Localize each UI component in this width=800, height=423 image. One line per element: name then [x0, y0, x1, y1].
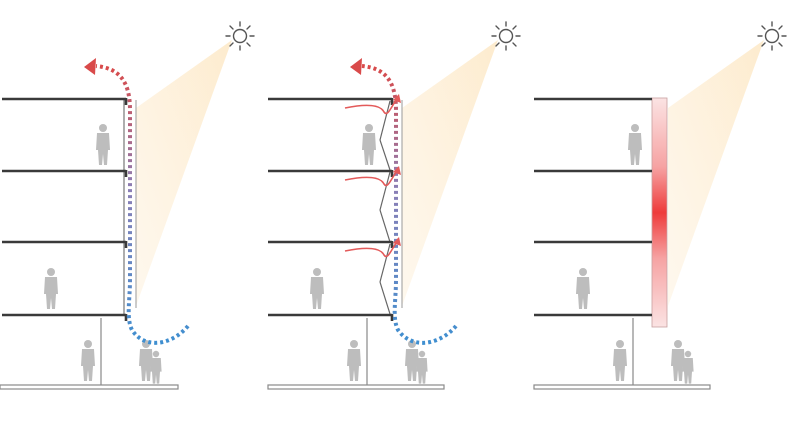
- person-icon: [576, 268, 590, 309]
- arrow-head: [84, 58, 96, 75]
- person-icon: [671, 340, 694, 384]
- panel-cross-ventilation: [266, 21, 521, 390]
- person-icon: [44, 268, 58, 309]
- person-icon: [96, 124, 110, 165]
- arrow-head: [350, 58, 362, 75]
- sun-icon: [225, 21, 255, 51]
- panel-solar-heated-facade: [533, 21, 787, 390]
- ground: [267, 384, 445, 390]
- ground: [533, 384, 711, 390]
- inner-openable-panes: [379, 100, 391, 315]
- airflow-arrow-icon: [95, 64, 190, 345]
- floor-slabs: [534, 97, 652, 317]
- room-exhaust-arrows: [344, 97, 399, 258]
- person-icon: [628, 124, 642, 165]
- sunbeam: [402, 40, 498, 306]
- sun-icon: [491, 21, 521, 51]
- sunbeam: [136, 40, 232, 306]
- sunbeam: [668, 40, 764, 306]
- panel-stack-ventilation: [0, 21, 255, 390]
- person-icon: [362, 124, 376, 165]
- person-icon: [405, 340, 428, 384]
- floor-slabs: [0, 96, 128, 323]
- person-icon: [310, 268, 324, 309]
- heated-facade-panel: [651, 97, 668, 328]
- ground: [0, 384, 179, 390]
- floor-slabs: [266, 96, 394, 323]
- person-icon: [613, 340, 627, 381]
- person-icon: [139, 340, 162, 384]
- person-icon: [347, 340, 361, 381]
- person-icon: [81, 340, 95, 381]
- sun-icon: [757, 21, 787, 51]
